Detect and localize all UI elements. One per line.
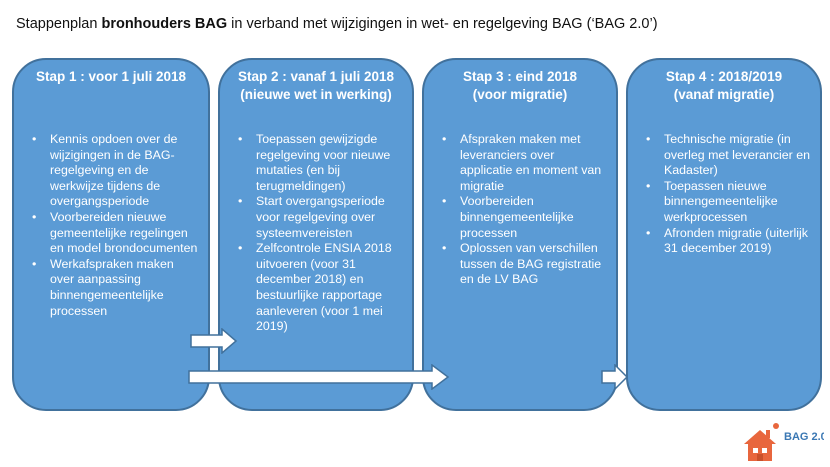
title-bold: bronhouders BAG — [101, 16, 228, 32]
arrow-short-icon — [190, 328, 238, 354]
list-item: Afspraken maken met leveranciers over ap… — [440, 132, 606, 194]
list-item: Werkafspraken maken over aanpassing binn… — [30, 257, 198, 319]
list-item: Toepassen gewijzigde regelgeving voor ni… — [236, 132, 402, 194]
list-item: Oplossen van verschillen tussen de BAG r… — [440, 241, 606, 288]
step-2-bullets: Toepassen gewijzigde regelgeving voor ni… — [236, 132, 402, 335]
list-item: Voorbereiden binnengemeentelijke process… — [440, 194, 606, 241]
step-4-heading: Stap 4 : 2018/2019 (vanaf migratie) — [665, 69, 783, 102]
step-1-heading: Stap 1 : voor 1 juli 2018 — [35, 69, 187, 84]
step-2-heading: Stap 2 : vanaf 1 juli 2018 (nieuwe wet i… — [237, 69, 395, 102]
list-item: Afronden migratie (uiterlijk 31 december… — [644, 226, 810, 257]
list-item: Voorbereiden nieuwe gemeentelijke regeli… — [30, 210, 198, 257]
step-1-bullets: Kennis opdoen over de wijzigingen in de … — [30, 132, 198, 319]
arrow-right-icon — [601, 364, 629, 390]
page-title: Stappenplan bronhouders BAG in verband m… — [16, 16, 658, 32]
step-3-heading: Stap 3 : eind 2018 (voor migratie) — [462, 69, 578, 102]
logo-text: BAG 2.0 — [784, 431, 824, 443]
step-3-bullets: Afspraken maken met leveranciers over ap… — [440, 132, 606, 288]
list-item: Zelfcontrole ENSIA 2018 uitvoeren (voor … — [236, 241, 402, 335]
list-item: Technische migratie (in overleg met leve… — [644, 132, 810, 179]
step-3-card: Stap 3 : eind 2018 (voor migratie) Afspr… — [422, 58, 618, 411]
bag-logo-icon: BAG 2.0 — [744, 423, 824, 461]
list-item: Start overgangsperiode voor regelgeving … — [236, 194, 402, 241]
arrow-long-icon — [188, 364, 450, 390]
step-4-bullets: Technische migratie (in overleg met leve… — [644, 132, 810, 257]
list-item: Toepassen nieuwe binnengemeentelijke wer… — [644, 179, 810, 226]
step-4-card: Stap 4 : 2018/2019 (vanaf migratie) Tech… — [626, 58, 822, 411]
step-2-card: Stap 2 : vanaf 1 juli 2018 (nieuwe wet i… — [218, 58, 414, 411]
list-item: Kennis opdoen over de wijzigingen in de … — [30, 132, 198, 210]
step-1-card: Stap 1 : voor 1 juli 2018 Kennis opdoen … — [12, 58, 210, 411]
